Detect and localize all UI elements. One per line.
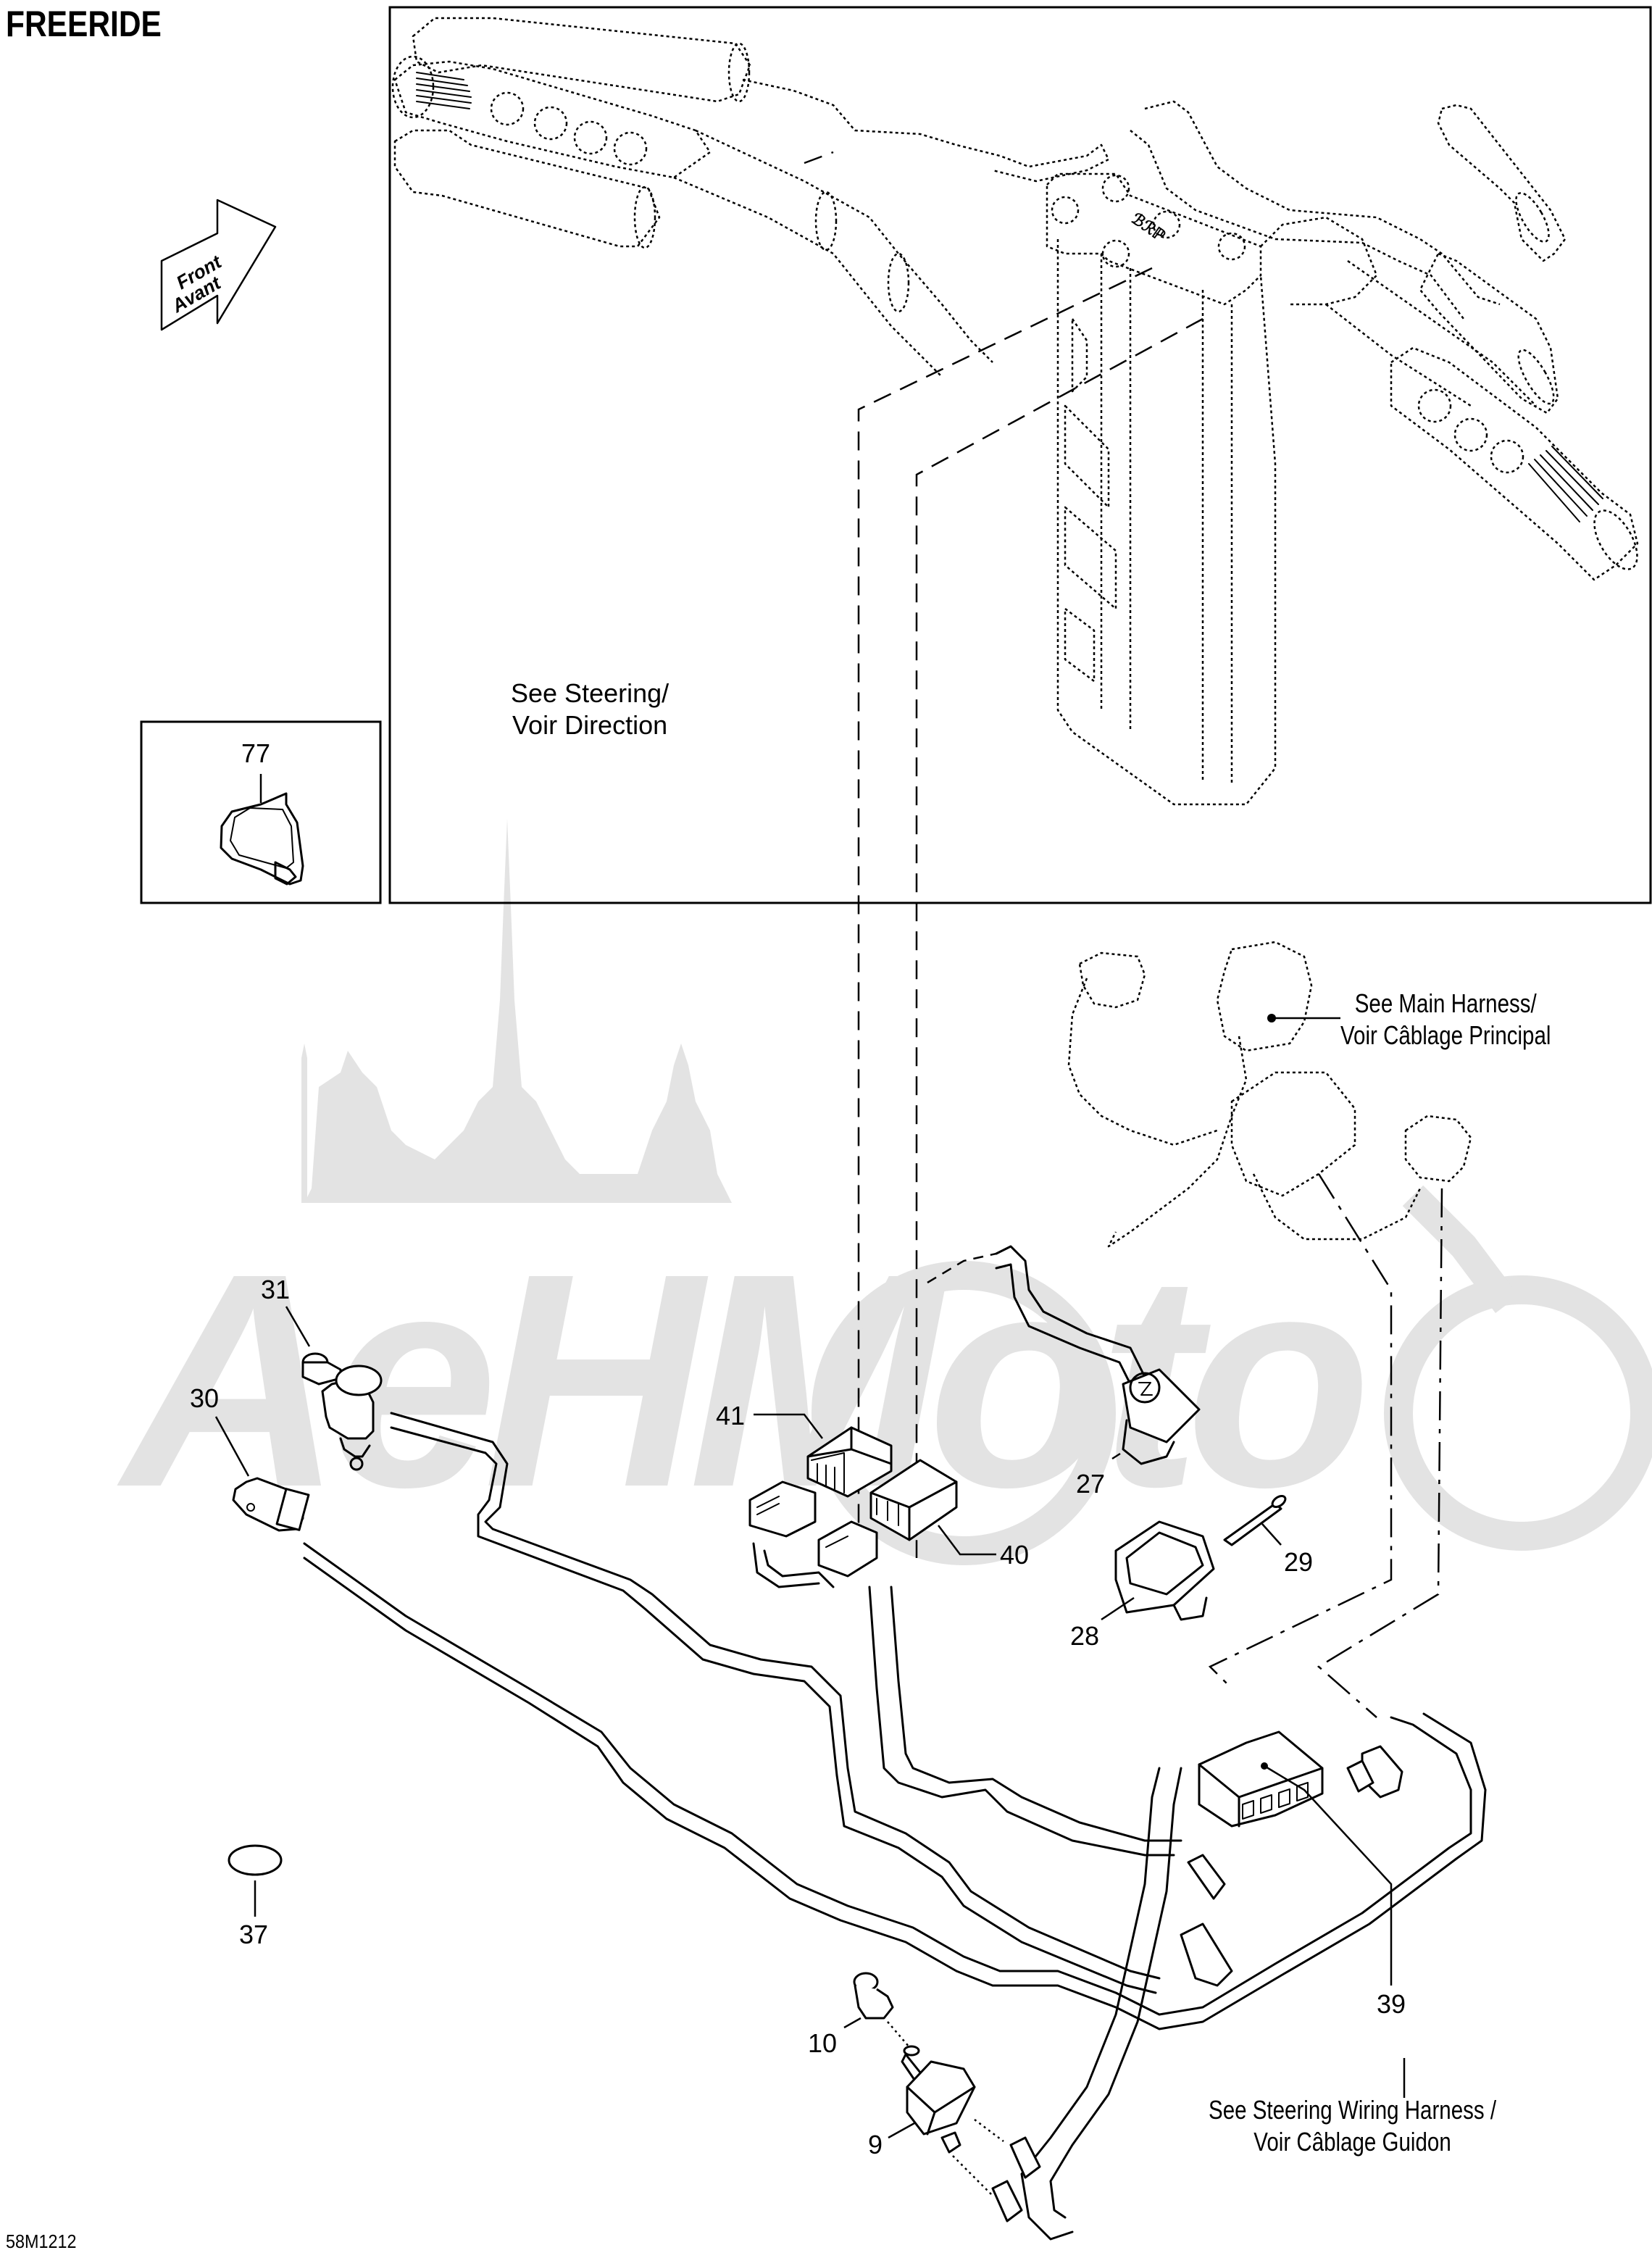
note-main-harness-line1: See Main Harness/: [1354, 988, 1537, 1018]
watermark-flag: [301, 1043, 307, 1203]
part-41-connector: [754, 1413, 893, 1498]
note-see-steering-line2: Voir Direction: [512, 710, 668, 740]
steering-inset-frame: [388, 6, 1652, 904]
part-40-connector: [869, 1459, 996, 1556]
part-39-junction: [1180, 1730, 1403, 1987]
riser-logo: ℬℛℙ: [1128, 209, 1169, 246]
front-arrow: Front Avant: [160, 199, 277, 331]
dashdot-leader-a: [1208, 1173, 1393, 1689]
callout-40: 40: [1000, 1540, 1030, 1570]
part-27-switch: [1111, 1368, 1201, 1465]
clip-inset-frame: [140, 720, 382, 904]
watermark-wheel-left: [812, 1261, 1116, 1565]
note-main-harness-line2: Voir Câblage Principal: [1340, 1020, 1551, 1050]
watermark-fork: [1402, 1185, 1519, 1313]
note-steering-wiring-line2: Voir Câblage Guidon: [1253, 2127, 1451, 2157]
dashed-leader-27: [927, 1252, 997, 1284]
part-31-switch: [285, 1306, 383, 1471]
watermark-skyline: [304, 819, 732, 1203]
clip-77: [220, 774, 304, 886]
dashdot-leader-b: [1317, 1188, 1443, 1718]
dashed-leader-small: [804, 151, 834, 164]
callout-77: 77: [241, 738, 271, 768]
callout-30: 30: [190, 1383, 220, 1413]
grip-knurl-left: [416, 72, 648, 166]
part-29-pin: [1223, 1494, 1287, 1546]
callout-10: 10: [808, 2028, 838, 2058]
callout-9: 9: [868, 2130, 883, 2159]
callout-41: 41: [716, 1401, 746, 1430]
drawing-code: 58M1212: [6, 2230, 77, 2252]
note-main-harness: See Main Harness/ Voir Câblage Principal: [1340, 988, 1551, 1051]
part-28-cover: [1101, 1520, 1215, 1621]
callout-dot-main-harness: [1267, 1014, 1276, 1022]
dashed-leader-40: [915, 317, 1203, 1558]
note-see-steering: See Steering/ Voir Direction: [511, 678, 669, 741]
part-10-cap: [843, 1972, 894, 2029]
callout-29: 29: [1284, 1547, 1314, 1577]
part-37-label: [228, 1844, 283, 1917]
part-9-toggle-switch: [887, 2021, 1041, 2222]
callout-37: 37: [239, 1920, 269, 1949]
main-harness-connector: [1067, 941, 1472, 1248]
part-harness-connectors-left: [748, 1480, 878, 1578]
dashed-leader-41: [857, 267, 1153, 1558]
callout-27: 27: [1076, 1469, 1106, 1499]
handlebar-assembly: ℬℛℙ: [391, 17, 1639, 806]
callout-31: 31: [261, 1275, 291, 1304]
page-title: FREERIDE: [6, 4, 162, 44]
note-steering-wiring-line1: See Steering Wiring Harness /: [1209, 2095, 1497, 2125]
part-30-connector: [214, 1416, 310, 1532]
riser-block: ℬℛℙ: [1046, 172, 1277, 806]
note-steering-wiring: See Steering Wiring Harness / Voir Câbla…: [1209, 2094, 1496, 2158]
grip-knurl-right: [1417, 388, 1603, 522]
note-see-steering-line1: See Steering/: [511, 678, 669, 708]
callout-39: 39: [1377, 1989, 1406, 2019]
watermark-wheel-right: [1384, 1275, 1652, 1551]
callout-28: 28: [1070, 1621, 1100, 1651]
